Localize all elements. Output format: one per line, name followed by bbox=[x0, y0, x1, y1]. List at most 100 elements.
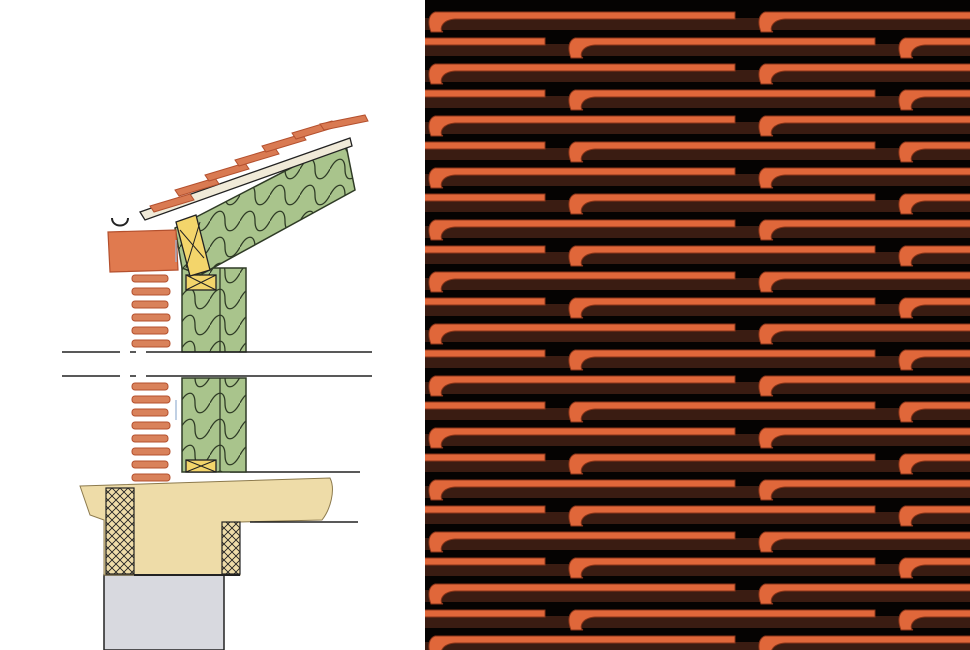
clay-tile bbox=[758, 583, 970, 605]
clay-tile bbox=[758, 63, 970, 85]
clay-tile bbox=[758, 479, 970, 501]
mortar-band bbox=[425, 330, 970, 342]
clay-tile bbox=[898, 453, 970, 475]
clay-tile bbox=[428, 479, 736, 501]
clay-tile bbox=[758, 115, 970, 137]
clay-tile bbox=[758, 219, 970, 241]
clay-tile bbox=[898, 141, 970, 163]
mortar-band bbox=[425, 96, 970, 108]
mortar-band bbox=[425, 304, 970, 316]
mortar-band bbox=[425, 200, 970, 212]
clay-tile bbox=[428, 219, 736, 241]
mortar-band bbox=[425, 278, 970, 290]
tile-photo-panel bbox=[425, 0, 970, 650]
clay-tile bbox=[898, 401, 970, 423]
clay-tile bbox=[568, 401, 876, 423]
clay-tile bbox=[568, 89, 876, 111]
mortar-band bbox=[425, 564, 970, 576]
clay-tile bbox=[425, 193, 546, 202]
clay-tile bbox=[758, 427, 970, 449]
clay-tile bbox=[428, 167, 736, 189]
clay-tile bbox=[568, 193, 876, 215]
mortar-band bbox=[425, 122, 970, 134]
clay-tile bbox=[428, 427, 736, 449]
clay-tile bbox=[428, 271, 736, 293]
concrete-footing bbox=[79, 477, 333, 576]
clay-tile bbox=[758, 635, 970, 650]
mortar-band bbox=[425, 252, 970, 264]
clay-tile bbox=[425, 609, 546, 618]
clay-tile bbox=[898, 505, 970, 527]
clay-tile bbox=[568, 453, 876, 475]
mortar-band bbox=[425, 512, 970, 524]
clay-tile bbox=[568, 297, 876, 319]
brick-courses-upper bbox=[131, 274, 171, 348]
section-sketch-panel bbox=[0, 0, 425, 650]
brick-cap bbox=[107, 229, 179, 273]
section-sketch bbox=[62, 114, 372, 650]
clay-tile bbox=[898, 609, 970, 631]
clay-tile bbox=[428, 583, 736, 605]
clay-tile bbox=[898, 297, 970, 319]
mortar-band bbox=[425, 486, 970, 498]
foundation-block bbox=[103, 574, 225, 650]
clay-tile bbox=[568, 349, 876, 371]
mortar-band bbox=[425, 616, 970, 628]
clay-tile bbox=[425, 401, 546, 410]
clay-tile bbox=[428, 323, 736, 345]
clay-tile bbox=[425, 453, 546, 462]
clay-tile bbox=[428, 635, 736, 650]
mortar-band bbox=[425, 538, 970, 550]
mortar-band bbox=[425, 460, 970, 472]
clay-tile bbox=[425, 141, 546, 150]
mortar-band bbox=[425, 18, 970, 30]
mortar-band bbox=[425, 226, 970, 238]
clay-tile bbox=[898, 349, 970, 371]
mortar-band bbox=[425, 356, 970, 368]
clay-tile bbox=[425, 37, 546, 46]
clay-tile bbox=[428, 375, 736, 397]
clay-tile bbox=[898, 557, 970, 579]
clay-tile bbox=[568, 609, 876, 631]
brick-courses-lower bbox=[131, 382, 171, 482]
tile-photo bbox=[425, 0, 970, 650]
mortar-band bbox=[425, 44, 970, 56]
clay-tile bbox=[428, 531, 736, 553]
clay-tile bbox=[425, 245, 546, 254]
clay-tile bbox=[568, 37, 876, 59]
mortar-band bbox=[425, 590, 970, 602]
mortar-band bbox=[425, 174, 970, 186]
clay-tile bbox=[425, 89, 546, 98]
clay-tile bbox=[898, 37, 970, 59]
clay-tile bbox=[898, 245, 970, 267]
hatched-block-left bbox=[105, 487, 135, 575]
clay-tile-rows bbox=[425, 11, 970, 650]
clay-tile bbox=[428, 115, 736, 137]
clay-tile bbox=[425, 349, 546, 358]
clay-tile bbox=[425, 297, 546, 306]
clay-tile bbox=[568, 245, 876, 267]
clay-tile bbox=[425, 557, 546, 566]
mortar-band bbox=[425, 408, 970, 420]
clay-tile bbox=[428, 11, 736, 33]
clay-tile bbox=[428, 63, 736, 85]
break-lines bbox=[62, 351, 372, 377]
mortar-band bbox=[425, 434, 970, 446]
clay-tile bbox=[568, 141, 876, 163]
clay-tile bbox=[758, 531, 970, 553]
roof-tiles bbox=[149, 114, 369, 213]
clay-tile bbox=[758, 375, 970, 397]
clay-tile bbox=[898, 193, 970, 215]
gutter bbox=[111, 217, 129, 227]
clay-tile bbox=[758, 323, 970, 345]
mortar-band bbox=[425, 382, 970, 394]
mortar-band bbox=[425, 148, 970, 160]
clay-tile bbox=[758, 11, 970, 33]
clay-tile bbox=[425, 505, 546, 514]
mortar-band bbox=[425, 642, 970, 650]
clay-tile bbox=[758, 167, 970, 189]
clay-tile bbox=[758, 271, 970, 293]
clay-tile bbox=[568, 557, 876, 579]
clay-tile bbox=[568, 505, 876, 527]
